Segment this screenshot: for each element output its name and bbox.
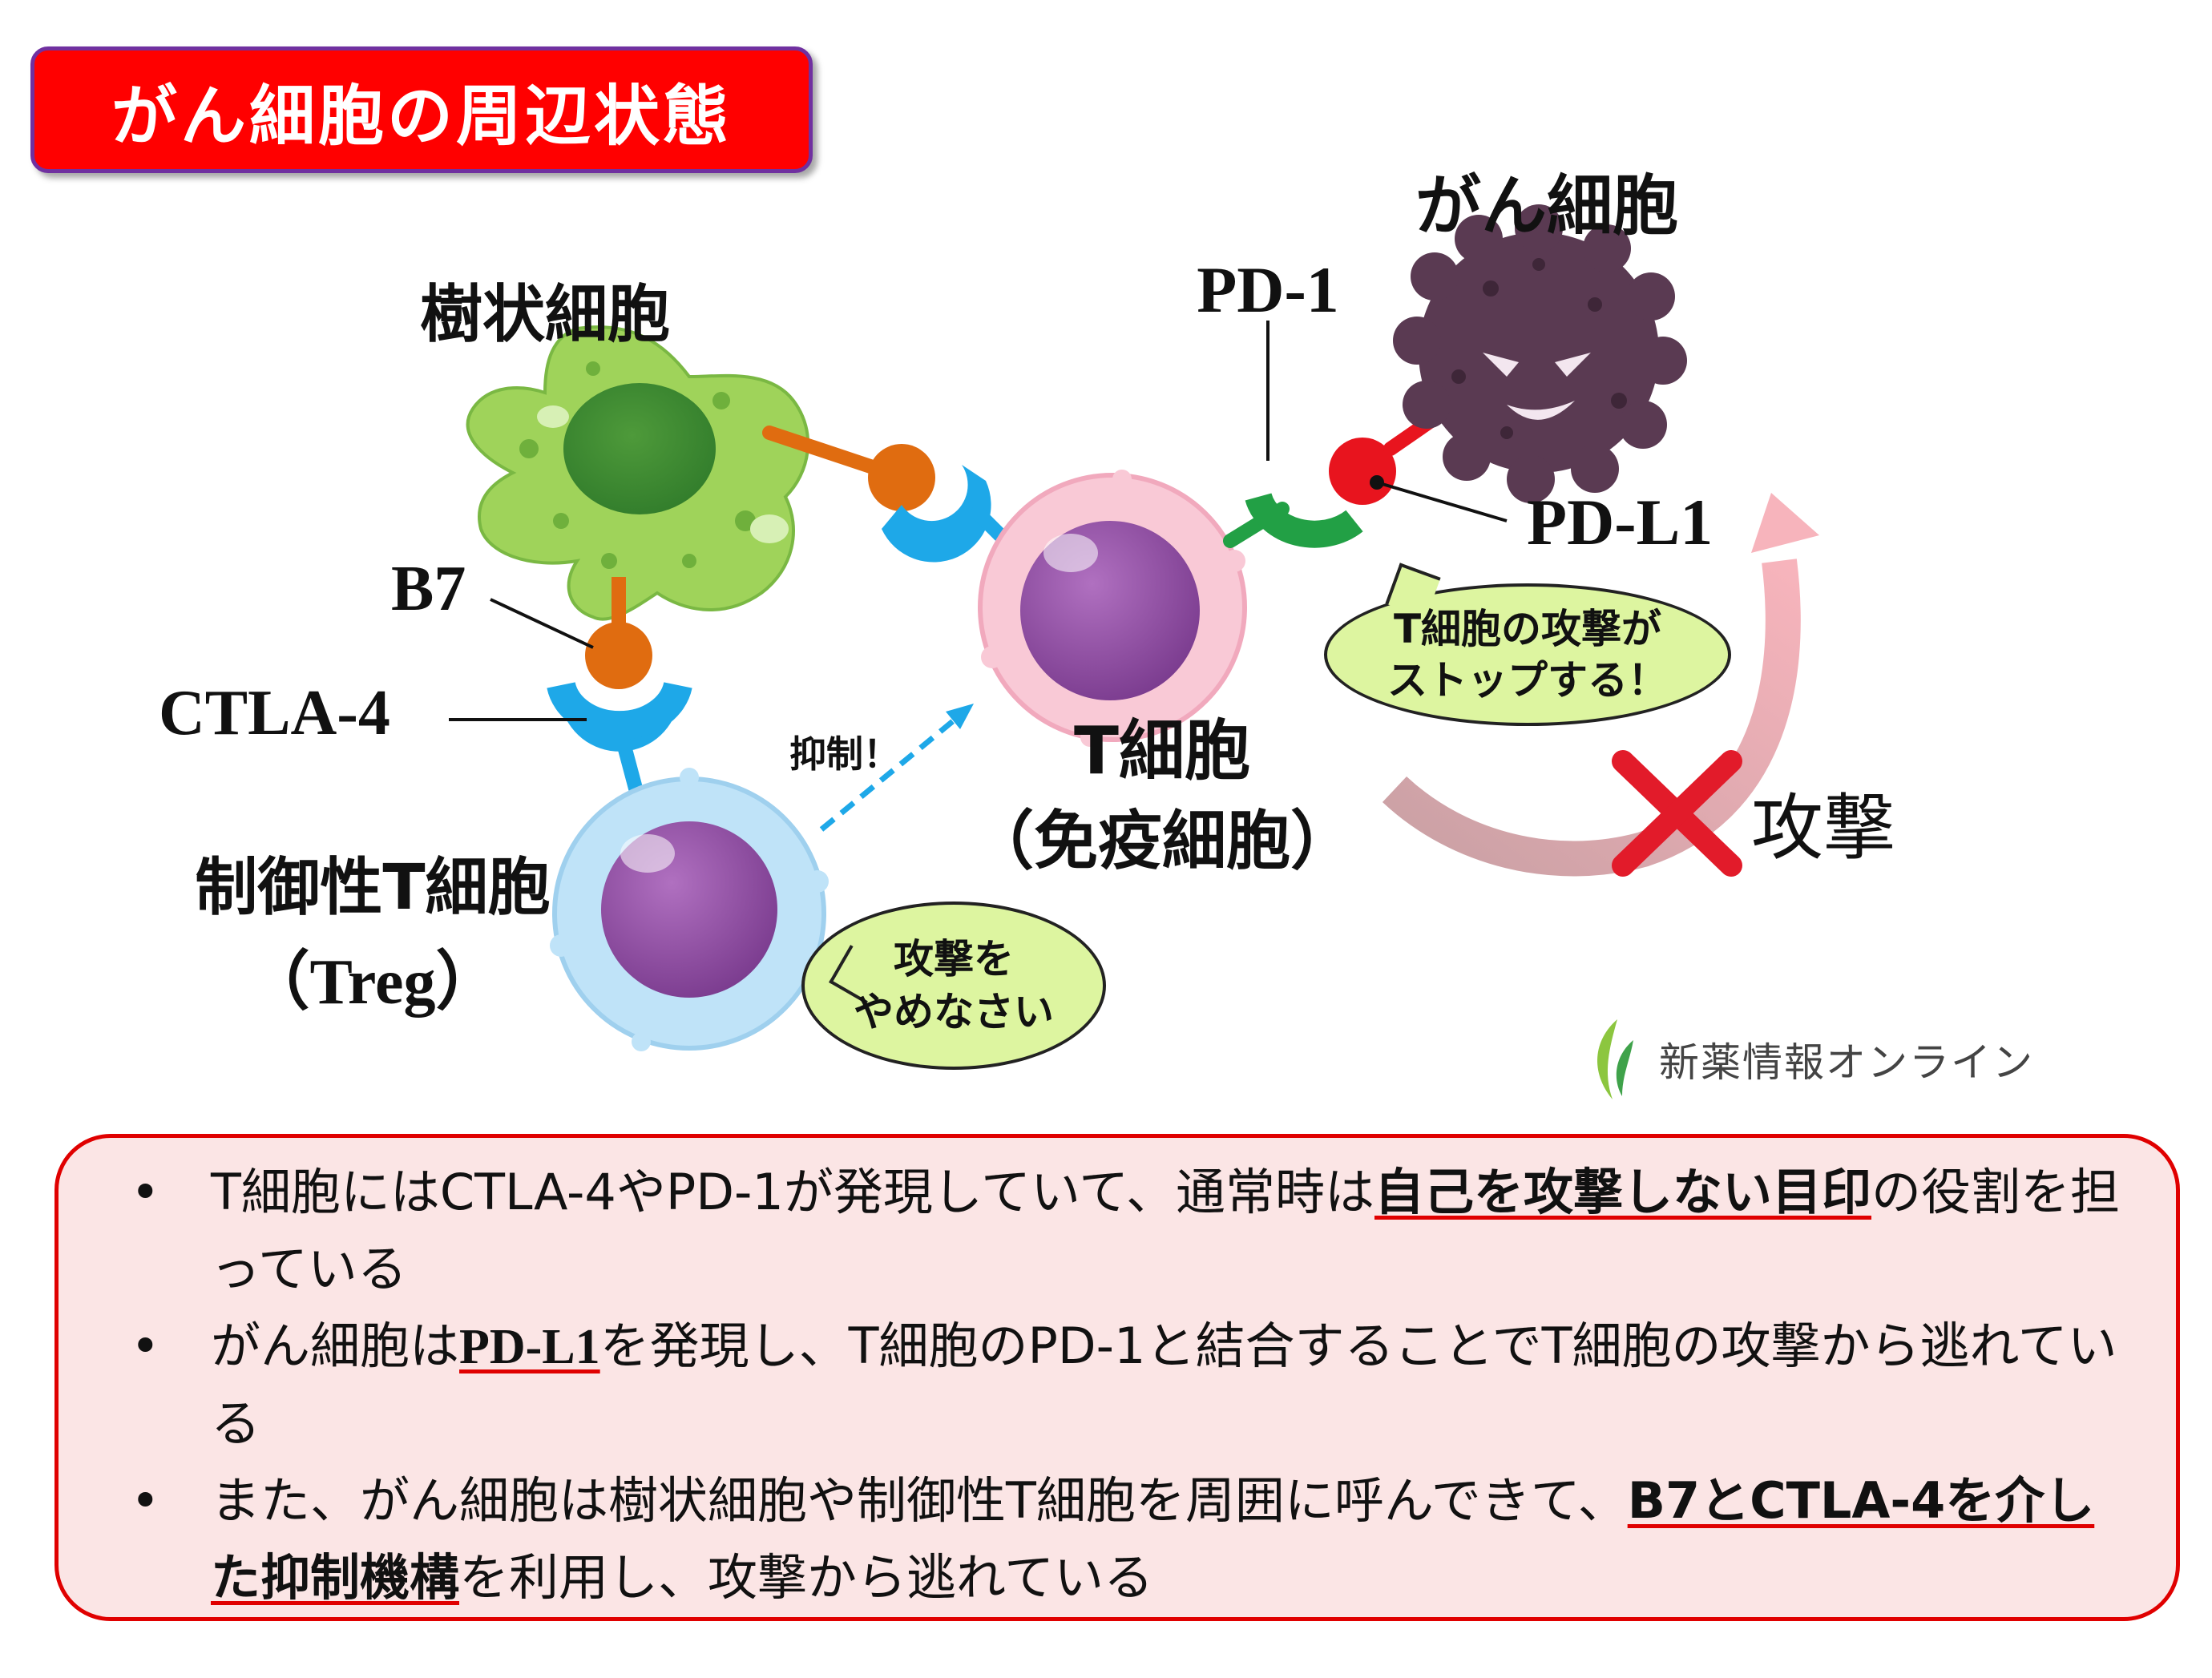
label-t-cell-sub: （免疫細胞）: [970, 804, 1354, 878]
leaf-icon: [1597, 1019, 1633, 1099]
treg-cell: [550, 768, 829, 1051]
label-t-cell: T細胞: [1074, 713, 1250, 789]
label-dendritic-cell: 樹状細胞: [419, 279, 671, 351]
attack-arrow: [1382, 493, 1819, 877]
label-treg-abbr: （Treg）: [245, 947, 500, 1018]
cancer-cell: [1393, 204, 1687, 503]
bullet-item-1: T細胞にはCTLA-4やPD-1が発現していて、通常時は自己を攻撃しない目印の役…: [107, 1154, 2144, 1308]
t-cell: [978, 470, 1247, 747]
label-ctla4: CTLA-4: [159, 678, 390, 748]
label-cancer-cell: がん細胞: [1415, 168, 1679, 244]
speech-bubble-treg-stop: 攻撃を やめなさい: [801, 902, 1106, 1070]
label-attack: 攻撃: [1751, 786, 1895, 870]
ctla4-receptor: [561, 689, 678, 752]
diagram-svg: [449, 204, 1819, 1051]
label-treg-name: 制御性T細胞: [195, 852, 551, 924]
pd1-receptor: [1245, 492, 1363, 548]
bullet-item-2: がん細胞はPD-L1を発現し、T細胞のPD-1と結合することでT細胞の攻撃から逃…: [107, 1308, 2144, 1462]
bubble-tcell-stop-line2: ストップする！: [1387, 657, 1668, 704]
bubble-treg-stop-line2: やめなさい: [854, 989, 1054, 1035]
b7-ctla4-link: [449, 577, 692, 812]
summary-panel: T細胞にはCTLA-4やPD-1が発現していて、通常時は自己を攻撃しない目印の役…: [54, 1134, 2180, 1621]
bubble-tcell-stop-line1: T細胞の攻撃が: [1393, 606, 1662, 652]
label-suppress: 抑制！: [789, 732, 900, 776]
cross-icon: [1612, 750, 1742, 877]
bullet-item-3: また、がん細胞は樹状細胞や制御性T細胞を周囲に呼んできて、B7とCTLA-4を介…: [107, 1462, 2144, 1616]
label-b7: B7: [391, 554, 466, 624]
logo-name: 新薬情報オンライン: [1659, 1039, 2034, 1086]
title-banner: がん細胞の周辺状態: [30, 46, 813, 173]
bubble-treg-stop-line1: 攻撃を: [894, 936, 1014, 982]
dendritic-cell: [466, 325, 810, 621]
speech-bubble-tcell-stop: T細胞の攻撃が ストップする！: [1324, 563, 1731, 726]
pd1-pdl1-binding: [1223, 321, 1508, 548]
logo: 新薬情報オンライン: [1585, 1016, 2034, 1103]
suppression-arrow: [819, 704, 974, 832]
b7-ligand: [585, 622, 652, 689]
label-pd1: PD-1: [1197, 253, 1339, 326]
dendritic-tcell-link: [762, 426, 1033, 568]
page-title: がん細胞の周辺状態: [111, 78, 732, 155]
label-pdl1: PD-L1: [1527, 486, 1713, 559]
